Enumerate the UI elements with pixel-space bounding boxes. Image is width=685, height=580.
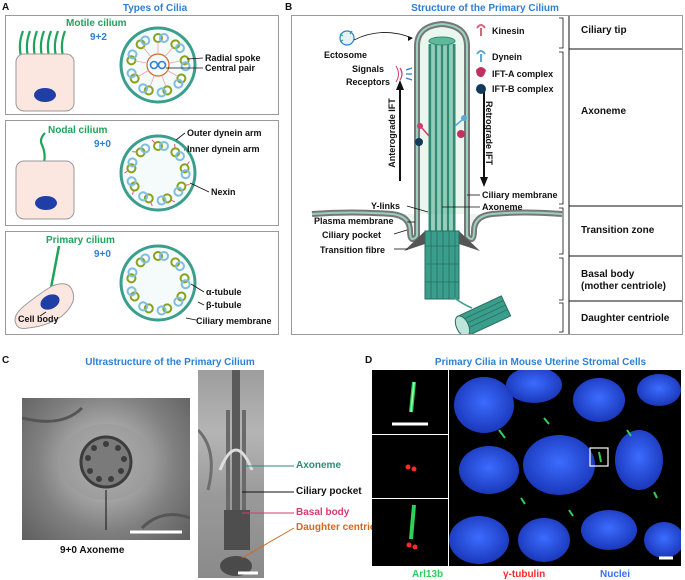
anterograde-ift-label: Anterograde IFT [387,88,397,178]
y-links-label: Y-links [371,201,400,211]
retrograde-ift-label: Retrograde IFT [484,93,494,173]
alpha-tubule-label: α-tubule [206,287,242,297]
beta-tubule-label: β-tubule [206,300,242,310]
panel-d-letter: D [365,355,372,366]
motile-cilium-label: Motile cilium [66,18,127,29]
region-mother-centriole: (mother centriole) [581,281,666,292]
motile-code: 9+2 [90,32,107,43]
region-basal-body: Basal body [581,269,634,280]
inset-merge [372,499,449,566]
panel-b-letter: B [285,2,292,13]
region-transition-zone: Transition zone [581,225,654,236]
em-cross-section-drawing [22,398,190,540]
panel-c-pointers [240,430,330,570]
region-axoneme: Axoneme [581,106,626,117]
em-basal-body-label: Basal body [296,507,349,518]
legend-iftb: IFT-B complex [492,84,554,94]
motile-cilium-box: Motile cilium 9+2 Radial spoke Central p… [5,15,279,115]
em-axoneme-label: Axoneme [296,460,341,471]
nodal-cilium-box: Nodal cilium 9+0 Outer dynein arm Inner … [5,120,279,226]
legend-dynein: Dynein [492,52,522,62]
inset-gamma-tubulin [372,435,449,499]
em-pocket-label: Ciliary pocket [296,486,362,497]
panel-a-title: Types of Cilia [95,3,215,14]
legend-kinesin: Kinesin [492,26,525,36]
axoneme-label-b: Axoneme [482,202,523,212]
nexin-label: Nexin [211,187,236,197]
region-daughter-centriole: Daughter centriole [581,313,669,324]
legend-nuclei: Nuclei [600,569,630,580]
inset-arl13b [372,370,449,435]
primary-code: 9+0 [94,249,111,260]
primary-cilium-structure-box: Ectosome Signals Receptors Anterograde I… [291,15,683,335]
cross-axoneme-label: 9+0 Axoneme [60,545,124,556]
signals-label: Signals [352,64,384,74]
panel-b-title: Structure of the Primary Cilium [390,3,580,14]
nuclei-field [449,370,681,566]
ciliary-membrane-label-a: Ciliary membrane [196,316,272,326]
ciliary-pocket-label-b: Ciliary pocket [322,230,381,240]
panel-c-title: Ultrastructure of the Primary Cilium [70,357,270,368]
panel-a-letter: A [2,2,9,13]
receptors-label: Receptors [346,77,390,87]
panel-d-title: Primary Cilia in Mouse Uterine Stromal C… [423,357,658,368]
fluorescence-panel [372,370,681,566]
primary-cilium-label: Primary cilium [46,235,115,246]
ciliary-membrane-label: Ciliary membrane [482,190,558,200]
inner-dynein-label: Inner dynein arm [187,144,260,154]
central-pair-label: Central pair [205,63,255,73]
cell-body-label: Cell body [18,314,59,324]
primary-cilium-box: Primary cilium 9+0 α-tubule β-tubule Cil… [5,231,279,335]
legend-gamma-tubulin: γ-tubulin [503,569,545,580]
panel-c-letter: C [2,355,9,366]
em-cross-section-image [22,398,190,540]
nodal-cilium-label: Nodal cilium [48,125,107,136]
transition-fibre-label: Transition fibre [320,245,385,255]
legend-arl13b: Arl13b [412,569,443,580]
plasma-membrane-label: Plasma membrane [314,216,394,226]
region-ciliary-tip: Ciliary tip [581,25,627,36]
outer-dynein-label: Outer dynein arm [187,128,262,138]
radial-spoke-label: Radial spoke [205,53,261,63]
ectosome-label: Ectosome [324,50,367,60]
nodal-code: 9+0 [94,139,111,150]
legend-ifta: IFT-A complex [492,69,553,79]
